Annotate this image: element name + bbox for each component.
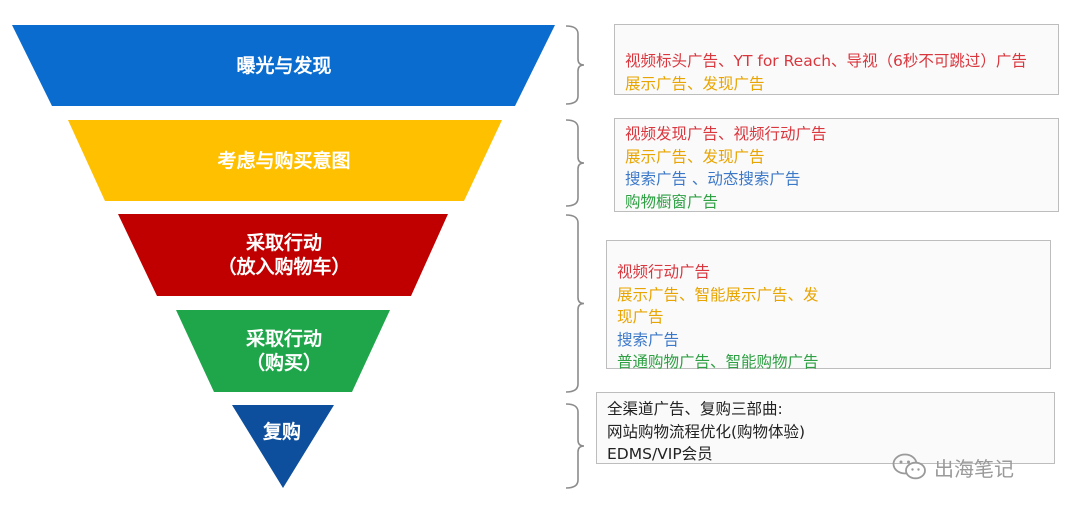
- funnel-stage-label: 采取行动: [246, 327, 322, 350]
- funnel-stage-label: 复购: [262, 420, 301, 443]
- funnel-stage-5: 复购: [232, 405, 334, 488]
- funnel-stage-shape: [232, 405, 334, 488]
- channel-line: 购物橱窗广告: [625, 192, 719, 211]
- funnel-stage-label: 考虑与购买意图: [217, 149, 350, 172]
- funnel-stage-label: （放入购物车）: [217, 255, 350, 278]
- brace-4: [565, 403, 585, 489]
- brace-1: [565, 25, 585, 105]
- funnel-stage-label: 采取行动: [246, 231, 322, 254]
- funnel-stage-shape: [176, 310, 390, 392]
- channel-line: 网站购物流程优化(购物体验): [607, 422, 806, 441]
- funnel-stage-shape: [118, 214, 448, 296]
- channel-box-2: 视频发现广告、视频行动广告展示广告、发现广告搜索广告 、动态搜索广告购物橱窗广告: [614, 118, 1059, 212]
- channel-box-1: 视频标头广告、YT for Reach、导视（6秒不可跳过）广告展示广告、发现广…: [614, 24, 1059, 95]
- channel-line: 展示广告、发现广告: [625, 74, 765, 93]
- funnel-stage-3: 采取行动（放入购物车）: [118, 214, 448, 296]
- funnel-stage-label: （购买）: [246, 351, 322, 374]
- channel-line: 展示广告、智能展示广告、发: [617, 285, 819, 304]
- wechat-icon: [892, 453, 926, 480]
- channel-line: 普通购物广告、智能购物广告: [617, 353, 819, 371]
- channel-line: 视频标头广告、YT for Reach、导视（6秒不可跳过）广告: [625, 52, 1027, 70]
- funnel-stage-1: 曝光与发现: [12, 25, 555, 106]
- channel-line: EDMS/VIP会员: [607, 445, 713, 463]
- brace-2: [565, 119, 585, 207]
- channel-line: 现广告: [617, 308, 664, 326]
- channel-line: 全渠道广告、复购三部曲:: [607, 400, 783, 418]
- watermark-text: 出海笔记: [934, 456, 1014, 481]
- channel-box-3: 视频行动广告展示广告、智能展示广告、发现广告搜索广告普通购物广告、智能购物广告: [606, 240, 1051, 371]
- brace-3: [565, 214, 585, 393]
- channel-line: 搜索广告 、动态搜索广告: [625, 170, 801, 188]
- funnel-stage-4: 采取行动（购买）: [176, 310, 390, 392]
- funnel-stage-label: 曝光与发现: [236, 54, 331, 77]
- channel-box-4: 全渠道广告、复购三部曲: 网站购物流程优化(购物体验) EDMS/VIP会员: [596, 392, 1055, 464]
- funnel-stage-shape: [12, 25, 555, 106]
- watermark: 出海笔记: [892, 452, 1014, 482]
- channel-line: 视频发现广告、视频行动广告: [625, 125, 827, 143]
- channel-line: 展示广告、发现广告: [625, 147, 765, 166]
- funnel-stage-2: 考虑与购买意图: [68, 120, 502, 201]
- funnel-stage-shape: [68, 120, 502, 201]
- channel-line: 视频行动广告: [617, 263, 711, 281]
- channel-line: 搜索广告: [617, 330, 680, 349]
